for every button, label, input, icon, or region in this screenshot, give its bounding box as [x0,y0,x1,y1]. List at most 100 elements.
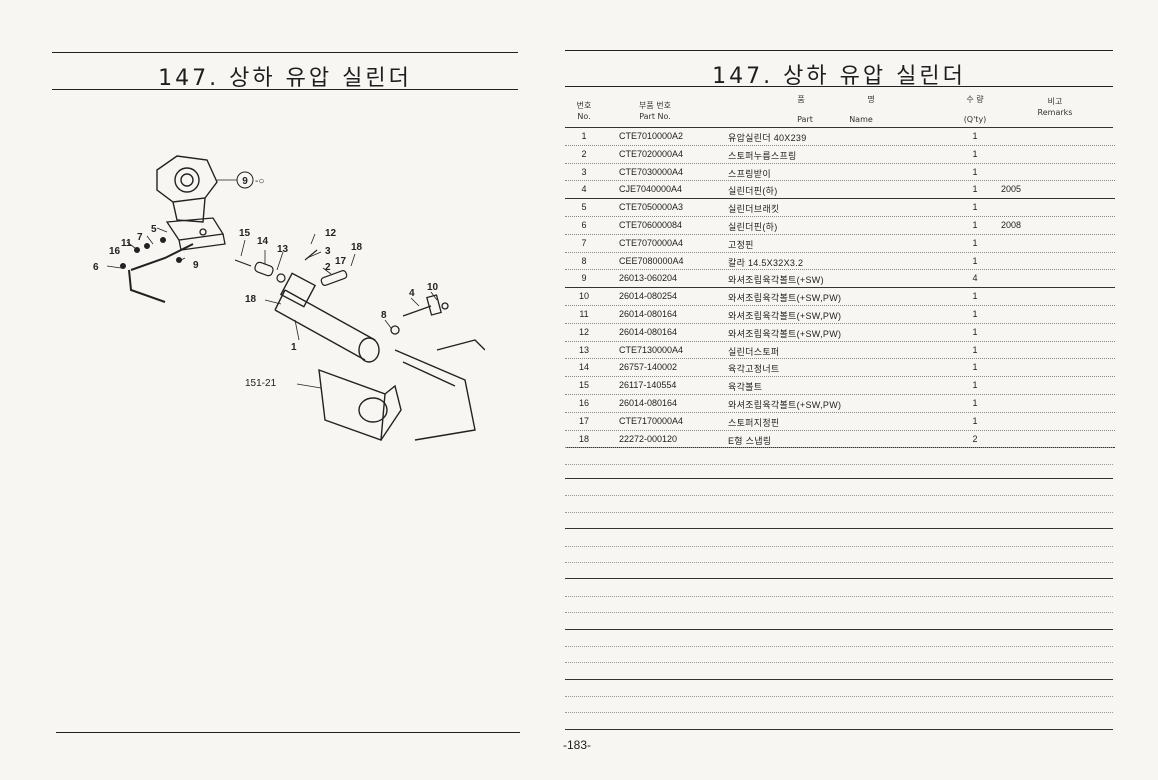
cell-qty: 1 [972,415,978,426]
cell-qty: 1 [972,202,978,213]
callout-number: 17 [335,256,347,267]
cell-qty: 1 [972,344,978,355]
cylinder-bracket [165,217,226,251]
cylinder-pin [390,294,449,335]
empty-row-rule [565,464,1113,465]
cell-name: 와셔조립육각볼트(+SW,PW) [728,399,842,410]
cell-part-no: CJE7040000A4 [619,184,683,195]
cell-no: 13 [578,344,589,355]
callout-number: 9 [193,260,199,271]
callout-number: 7 [137,232,143,243]
cell-no: 3 [581,166,587,177]
cell-name: E형 스냅링 [728,435,772,446]
cell-no: 18 [578,433,589,444]
empty-row-rule [565,495,1113,496]
cell-no: 14 [578,362,589,373]
callout-number: 16 [109,246,121,257]
cell-qty: 1 [972,131,978,141]
header-rule [565,127,1113,128]
cell-no: 10 [578,291,589,302]
header-name-en-2: Name [849,115,873,124]
cell-name: 와셔조립육각볼트(+SW) [728,275,824,286]
cell-qty: 1 [972,326,978,337]
cell-no: 2 [581,148,587,159]
header-part-no-ko: 부품 번호 [639,101,671,110]
cell-part-no: 26014-080164 [619,326,678,337]
callout-number: 6 [93,262,99,273]
cell-no: 11 [579,308,589,319]
cell-part-no: 26117-140554 [619,380,677,391]
empty-row-rule [565,447,1113,448]
table-bottom-rule [565,729,1113,730]
cell-name: 실린더스토퍼 [728,346,780,357]
cell-qty: 1 [972,184,978,195]
empty-row-rule [565,662,1113,663]
cell-part-no: CTE7020000A4 [619,148,684,159]
cell-no: 9 [581,273,587,284]
cell-qty: 1 [972,397,978,408]
callout-number: 9 [242,176,248,187]
cell-qty: 1 [972,166,978,177]
cell-name: 와셔조립육각볼트(+SW,PW) [728,293,842,304]
cell-no: 7 [581,237,587,248]
page-number: -183- [563,738,592,752]
empty-row-rule [565,578,1113,579]
header-remarks: 비고 Remarks [1030,96,1080,118]
cell-name: 와셔조립육각볼트(+SW,PW) [728,328,842,339]
cell-qty: 1 [972,291,978,302]
cell-no: 8 [581,255,587,266]
empty-row-rule [565,612,1113,613]
callout-number: 18 [351,242,363,253]
cell-part-no: CEE7080000A4 [619,255,684,266]
empty-row-rule [565,512,1113,513]
cell-name: 칼라 14.5X32X3.2 [728,257,804,268]
cell-remarks: 2005 [1001,184,1022,195]
header-remarks-ko: 비고 [1047,97,1063,106]
cell-name: 실린더브래킷 [728,204,780,215]
cell-part-no: 22272-000120 [619,433,678,444]
header-name-ko-1: 품 [797,95,805,104]
cell-qty: 1 [972,219,978,230]
cell-no: 15 [578,380,589,391]
frame-reference-label: 151-21 [245,378,277,389]
cell-part-no: CTE706000084 [619,219,683,230]
title-bottom-rule [565,86,1113,87]
cell-no: 1 [581,131,587,141]
cell-part-no: CTE7050000A3 [619,202,684,213]
empty-row-rule [565,629,1113,630]
exploded-parts-diagram: 9 -○ 5 7 11 16 6 9 15 14 13 12 3 18 2 17… [93,155,485,441]
empty-row-rule [565,646,1113,647]
header-qty-ko: 수 량 [966,95,984,104]
header-name-ko-2: 명 [867,95,875,104]
callout-9-circle: 9 -○ [236,171,264,189]
cell-part-no: CTE7010000A2 [619,131,684,141]
header-no-en: No. [577,112,591,121]
empty-row-rule [565,679,1113,680]
cell-no: 4 [581,184,587,195]
cell-no: 17 [578,415,589,426]
cell-qty: 4 [972,273,978,284]
header-no: 번호 No. [565,100,603,122]
cell-no: 12 [578,326,589,337]
callout-number: 4 [409,288,415,299]
callout-number: 10 [427,282,439,293]
table-row: 4 CJE7040000A4 실린더핀(하) 1 2005 [565,181,1115,200]
cell-name: 와셔조립육각볼트(+SW,PW) [728,310,842,321]
left-page: 147. 상하 유압 실린더 [0,0,560,780]
cell-qty: 1 [972,380,978,391]
header-name-en-1: Part [797,115,813,124]
cell-name: 스프링받이 [728,168,771,179]
cell-name: 실린더핀(하) [728,186,778,197]
cell-part-no: 26014-080164 [619,397,678,408]
table-row: 12 26014-080164 와셔조립육각볼트(+SW,PW) 1 [565,324,1115,342]
